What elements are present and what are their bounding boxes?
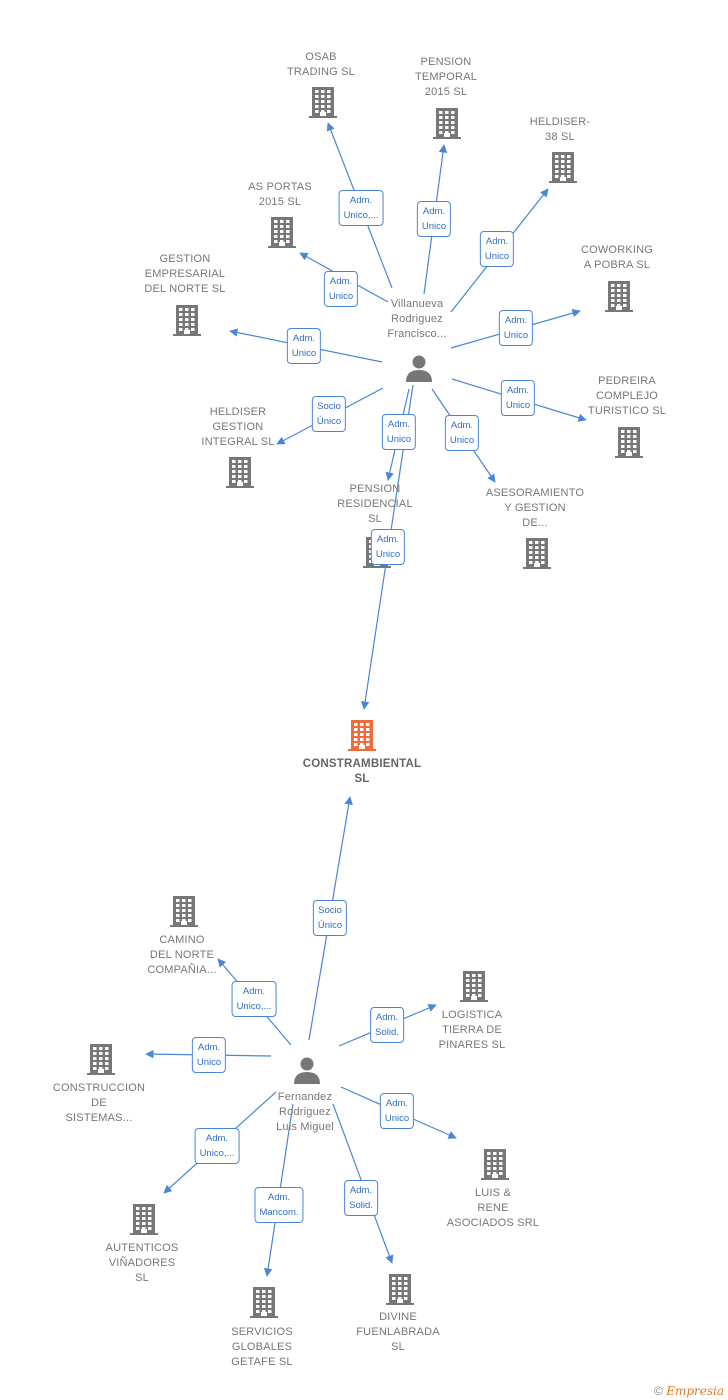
relation-label[interactable]: Adm. Unico xyxy=(191,1037,227,1073)
relation-label[interactable]: Adm. Unico xyxy=(286,328,322,364)
relation-label[interactable]: Adm. Unico xyxy=(381,414,417,450)
building-icon[interactable] xyxy=(603,279,635,313)
relation-label[interactable]: Adm. Unico,... xyxy=(338,190,384,226)
relation-label[interactable]: Adm. Unico xyxy=(498,310,534,346)
footer: © Empresia xyxy=(654,1384,724,1398)
company-name-label[interactable]: ASESORAMIENTO Y GESTION DE... xyxy=(485,487,585,529)
company-name-label[interactable]: PENSION RESIDENCIAL SL xyxy=(337,483,413,525)
building-icon[interactable] xyxy=(479,1147,511,1181)
relation-label[interactable]: Adm. Solid. xyxy=(370,1007,404,1043)
building-icon[interactable] xyxy=(85,1042,117,1076)
company-name-label[interactable]: LUIS & RENE ASOCIADOS SRL xyxy=(446,1187,540,1229)
company-name-label[interactable]: AS PORTAS 2015 SL xyxy=(248,181,312,208)
building-icon[interactable] xyxy=(248,1285,280,1319)
relation-label[interactable]: Adm. Solid. xyxy=(344,1180,378,1216)
company-name-label[interactable]: AUTENTICOS VIÑADORES SL xyxy=(105,1242,179,1284)
building-icon[interactable] xyxy=(521,536,553,570)
company-name-label[interactable]: COWORKING A POBRA SL xyxy=(580,244,654,271)
company-name-label[interactable]: OSAB TRADING SL xyxy=(286,51,355,78)
company-name-label[interactable]: CONSTRAMBIENTAL SL xyxy=(302,758,422,785)
building-icon[interactable] xyxy=(307,85,339,119)
copyright-symbol: © xyxy=(654,1384,663,1398)
relation-label[interactable]: Adm. Unico xyxy=(500,380,536,416)
building-icon[interactable] xyxy=(458,969,490,1003)
building-icon[interactable] xyxy=(171,303,203,337)
company-name-label[interactable]: SERVICIOS GLOBALES GETAFE SL xyxy=(231,1326,293,1368)
person-name-label[interactable]: Villanueva Rodriguez Francisco... xyxy=(387,298,447,340)
company-name-label[interactable]: PENSION TEMPORAL 2015 SL xyxy=(414,56,478,98)
company-name-label[interactable]: DIVINE FUENLABRADA SL xyxy=(356,1311,440,1353)
building-icon[interactable] xyxy=(224,455,256,489)
relation-label[interactable]: Socio Único xyxy=(312,900,348,936)
building-icon[interactable] xyxy=(431,106,463,140)
building-icon[interactable] xyxy=(613,425,645,459)
company-name-label[interactable]: PEDREIRA COMPLEJO TURISTICO SL xyxy=(587,375,667,417)
company-name-label[interactable]: GESTION EMPRESARIAL DEL NORTE SL xyxy=(144,253,226,295)
relation-label[interactable]: Adm. Unico xyxy=(323,271,359,307)
relation-label[interactable]: Adm. Unico,... xyxy=(194,1128,240,1164)
building-icon[interactable] xyxy=(128,1202,160,1236)
relation-label[interactable]: Adm. Unico xyxy=(379,1093,415,1129)
brand-name[interactable]: Empresia xyxy=(666,1384,724,1398)
relation-label[interactable]: Socio Único xyxy=(311,396,347,432)
building-icon[interactable] xyxy=(168,894,200,928)
relation-label[interactable]: Adm. Unico xyxy=(416,201,452,237)
focus-company-icon[interactable] xyxy=(346,718,378,752)
person-name-label[interactable]: Fernandez Rodriguez Luis Miguel xyxy=(276,1091,334,1133)
relation-label[interactable]: Adm. Unico xyxy=(370,529,406,565)
company-name-label[interactable]: CONSTRUCCION DE SISTEMAS... xyxy=(52,1082,146,1124)
company-name-label[interactable]: LOGISTICA TIERRA DE PINARES SL xyxy=(438,1009,506,1051)
company-name-label[interactable]: CAMINO DEL NORTE COMPAÑIA... xyxy=(147,934,217,976)
person-icon[interactable] xyxy=(292,1055,322,1085)
relation-label[interactable]: Adm. Unico xyxy=(444,415,480,451)
building-icon[interactable] xyxy=(384,1272,416,1306)
building-icon[interactable] xyxy=(266,215,298,249)
relation-label[interactable]: Adm. Unico,... xyxy=(231,981,277,1017)
building-icon[interactable] xyxy=(547,150,579,184)
company-name-label[interactable]: HELDISER GESTION INTEGRAL SL xyxy=(201,406,275,448)
relation-label[interactable]: Adm. Mancom. xyxy=(254,1187,304,1223)
company-name-label[interactable]: HELDISER- 38 SL xyxy=(529,116,591,143)
person-icon[interactable] xyxy=(404,353,434,383)
relation-label[interactable]: Adm. Unico xyxy=(479,231,515,267)
